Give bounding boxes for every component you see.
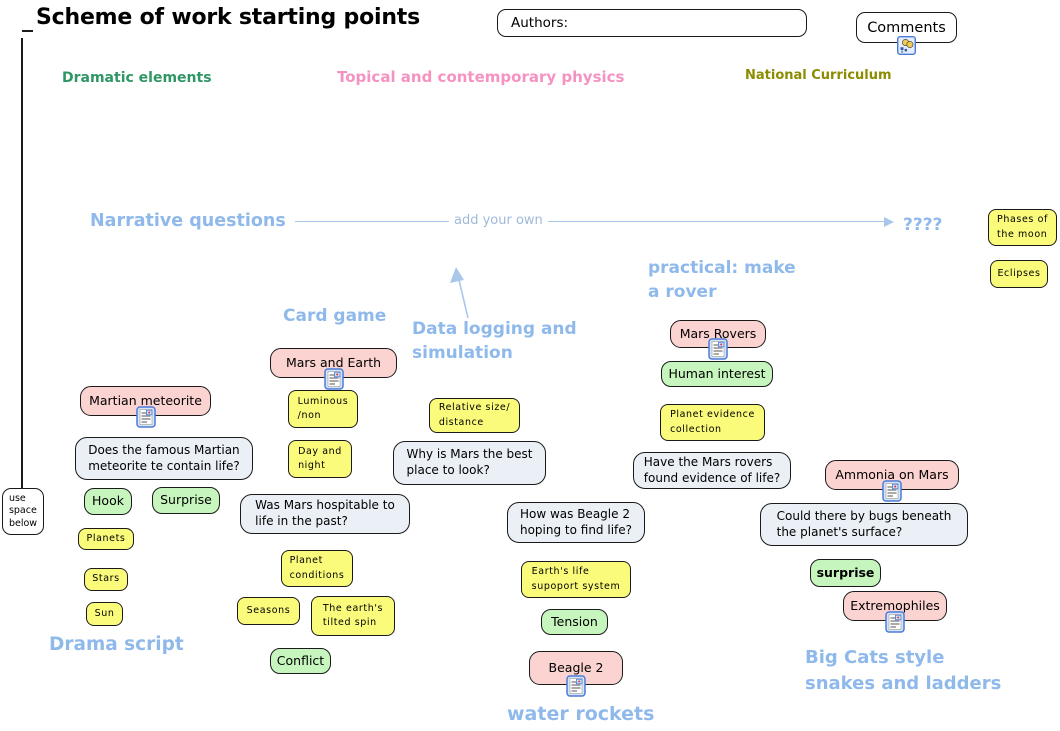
map-node-label: Planets xyxy=(86,532,126,544)
note-icon[interactable] xyxy=(323,368,344,390)
map-node-label: The earth's tilted spin xyxy=(322,602,384,628)
map-node-surprise[interactable]: Surprise xyxy=(152,487,220,514)
map-node-how-was-beagle-2-hoping-to-find-[interactable]: How was Beagle 2 hoping to find life? xyxy=(507,502,645,543)
map-node-label: Luminous /non xyxy=(297,395,349,421)
narrative-connector-line xyxy=(295,221,884,222)
map-node-day-and-night[interactable]: Day and night xyxy=(288,440,352,478)
map-node-why-is-mars-the-best-place-to-lo[interactable]: Why is Mars the best place to look? xyxy=(393,441,546,485)
left-guide-line xyxy=(21,38,23,488)
map-node-label: Does the famous Martian meteorite te con… xyxy=(88,442,240,473)
map-node-label: Seasons xyxy=(246,604,291,616)
map-node-was-mars-hospitable-to-life-in-t[interactable]: Was Mars hospitable to life in the past? xyxy=(240,494,410,534)
map-node-the-earth-s-tilted-spin[interactable]: The earth's tilted spin xyxy=(311,596,395,636)
add-your-own-label[interactable]: add your own xyxy=(449,213,548,228)
note-icon[interactable] xyxy=(708,338,728,360)
map-node-label: Relative size/ distance xyxy=(438,402,511,428)
map-node-mars-rovers[interactable]: Mars Rovers xyxy=(670,320,766,360)
heading-narrative-questions[interactable]: Narrative questions xyxy=(90,211,286,231)
heading-practical-make-a-rover[interactable]: practical: make a rover xyxy=(648,258,796,303)
map-node-label: Hook xyxy=(92,493,124,509)
map-node-label: Was Mars hospitable to life in the past? xyxy=(255,498,395,528)
note-icon[interactable] xyxy=(566,675,586,697)
map-node-beagle-2[interactable]: Beagle 2 xyxy=(529,651,623,697)
map-node-earth-s-life-supoport-system[interactable]: Earth's life supoport system xyxy=(521,561,631,598)
note-icon[interactable] xyxy=(135,406,156,428)
map-node-label: use space below xyxy=(8,492,38,529)
map-node-label: surprise xyxy=(816,564,875,580)
map-node-relative-size-distance[interactable]: Relative size/ distance xyxy=(429,398,520,433)
map-node-label: Tension xyxy=(551,613,598,629)
map-node-sun[interactable]: Sun xyxy=(86,602,123,626)
heading-topical-contemporary-physics[interactable]: Topical and contemporary physics xyxy=(337,68,625,86)
map-node-phases-of-the-moon[interactable]: Phases of the moon xyxy=(988,209,1057,246)
map-node-label: Surprise xyxy=(160,492,212,508)
map-node-label: Human interest xyxy=(668,365,766,381)
note-icon[interactable] xyxy=(885,611,905,633)
map-node-label: Ammonia on Mars xyxy=(835,466,949,482)
map-node-have-the-mars-rovers-found-evide[interactable]: Have the Mars rovers found evidence of l… xyxy=(633,452,791,489)
heading-national-curriculum[interactable]: National Curriculum xyxy=(745,68,892,83)
map-node-does-the-famous-martian-meteorit[interactable]: Does the famous Martian meteorite te con… xyxy=(75,437,253,480)
map-node-eclipses[interactable]: Eclipses xyxy=(990,260,1048,288)
map-node-martian-meteorite[interactable]: Martian meteorite xyxy=(80,386,211,428)
map-node-extremophiles[interactable]: Extremophiles xyxy=(843,591,947,633)
map-node-label: Why is Mars the best place to look? xyxy=(406,447,533,477)
heading-dramatic-elements[interactable]: Dramatic elements xyxy=(62,70,212,86)
heading-data-logging-simulation[interactable]: Data logging and simulation xyxy=(412,319,577,364)
page-title: Scheme of work starting points xyxy=(36,5,421,30)
underscore-mark xyxy=(22,30,33,32)
map-node-luminous-non[interactable]: Luminous /non xyxy=(288,390,358,428)
map-node-use-space-below[interactable]: use space below xyxy=(2,488,44,535)
map-node-label: Planet conditions xyxy=(289,555,345,581)
map-node-label: Stars xyxy=(92,573,120,585)
note-icon[interactable] xyxy=(882,480,902,502)
arrow-up-icon xyxy=(446,266,474,320)
heading-card-game[interactable]: Card game xyxy=(283,306,387,326)
map-node-label: How was Beagle 2 hoping to find life? xyxy=(519,506,633,537)
comments-note-icon[interactable] xyxy=(897,36,916,55)
map-node-mars-and-earth[interactable]: Mars and Earth xyxy=(270,348,397,390)
map-node-planets[interactable]: Planets xyxy=(78,528,134,550)
map-node-label: Planet evidence collection xyxy=(670,409,755,435)
authors-label: Authors: xyxy=(511,15,569,31)
authors-input[interactable]: Authors: xyxy=(497,9,807,37)
map-node-ammonia-on-mars[interactable]: Ammonia on Mars xyxy=(825,460,959,502)
map-node-planet-evidence-collection[interactable]: Planet evidence collection xyxy=(660,404,765,441)
map-node-label: Could there by bugs beneath the planet's… xyxy=(776,508,952,539)
map-node-label: Eclipses xyxy=(997,267,1041,279)
map-node-surprise[interactable]: surprise xyxy=(810,559,881,587)
map-node-label: Day and night xyxy=(298,445,342,471)
map-node-planet-conditions[interactable]: Planet conditions xyxy=(281,550,353,587)
map-node-human-interest[interactable]: Human interest xyxy=(661,361,773,387)
map-node-tension[interactable]: Tension xyxy=(541,609,608,635)
map-node-hook[interactable]: Hook xyxy=(84,488,132,515)
map-node-label: Sun xyxy=(94,607,115,619)
map-node-seasons[interactable]: Seasons xyxy=(237,597,300,625)
map-node-could-there-by-bugs-beneath-the-[interactable]: Could there by bugs beneath the planet's… xyxy=(760,503,968,546)
map-node-label: Mars and Earth xyxy=(285,354,382,370)
map-node-label: Martian meteorite xyxy=(89,392,202,408)
heading-drama-script[interactable]: Drama script xyxy=(49,634,184,655)
heading-question-marks[interactable]: ???? xyxy=(903,215,943,235)
heading-big-cats-snakes-ladders[interactable]: Big Cats style snakes and ladders xyxy=(805,647,1002,694)
comments-label: Comments xyxy=(867,19,946,36)
map-node-label: Have the Mars rovers found evidence of l… xyxy=(643,454,781,485)
map-node-label: Phases of the moon xyxy=(997,214,1048,240)
map-node-label: Earth's life supoport system xyxy=(531,566,621,592)
map-node-stars[interactable]: Stars xyxy=(84,568,128,591)
heading-water-rockets[interactable]: water rockets xyxy=(507,703,655,725)
map-node-conflict[interactable]: Conflict xyxy=(270,648,331,674)
map-node-label: Beagle 2 xyxy=(548,659,604,675)
map-node-label: Conflict xyxy=(276,652,325,668)
map-node-label: Mars Rovers xyxy=(679,325,757,341)
map-node-label: Extremophiles xyxy=(850,597,940,613)
arrowhead-right-icon xyxy=(884,217,894,227)
